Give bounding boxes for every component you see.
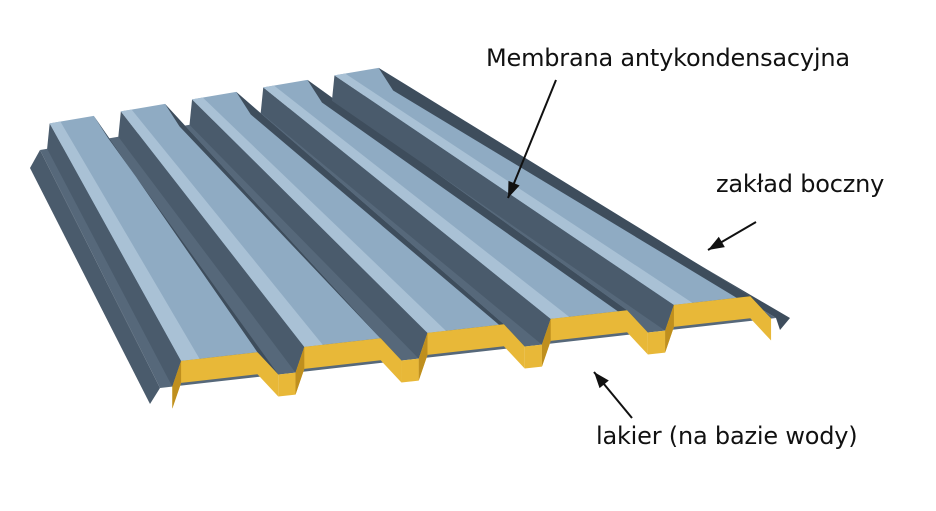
rib-crest	[192, 91, 504, 333]
membrane-arrow-shaft	[507, 79, 557, 199]
lacquer-valley-end	[278, 372, 296, 397]
lacquer-label: lakier (na bazie wody)	[596, 422, 858, 450]
roofing-sheet	[30, 67, 790, 409]
rib-crest	[120, 103, 381, 347]
rib-crest-highlight	[120, 109, 323, 347]
lacquer-end-face	[172, 352, 279, 409]
lacquer-end-shadow	[295, 346, 305, 395]
lacquer-end-shadow	[541, 318, 551, 367]
membrane-label: Membrana antykondensacyjna	[486, 44, 850, 72]
rib-left-slope	[260, 87, 551, 345]
lacquer-end-face	[418, 324, 525, 381]
side-overlap-arrow	[707, 221, 757, 251]
lacquer-end-shadow	[665, 304, 674, 353]
rib-left-slope	[47, 123, 182, 387]
membrane-arrow-head	[508, 180, 520, 198]
rib-crest	[49, 115, 258, 361]
lacquer-valley-end	[647, 330, 666, 355]
lacquer-end-shadow	[418, 332, 428, 381]
callout-arrows	[507, 79, 757, 419]
lacquer-arrow-head	[594, 372, 609, 389]
rib-crest-highlight	[263, 85, 570, 319]
left-edge	[30, 150, 160, 404]
lacquer-end-shadow	[172, 360, 182, 409]
membrane-arrow	[507, 79, 557, 199]
rib-crest-highlight	[192, 97, 446, 333]
lacquer-end-face	[665, 296, 772, 353]
side-overlap-arrow-head	[708, 236, 725, 250]
lacquer-valley-end	[401, 358, 419, 383]
lacquer-end-face	[295, 338, 402, 395]
rib-right-slope	[236, 91, 525, 347]
lacquer-valley-end	[524, 344, 542, 369]
side-overlap-label: zakład boczny	[716, 170, 885, 198]
rib-left-slope	[189, 99, 428, 359]
rib-crest	[263, 79, 628, 319]
rib-left-slope	[118, 111, 305, 373]
lacquer-end-face	[541, 310, 648, 367]
rib-right-slope	[378, 67, 772, 319]
lacquer-arrow	[593, 371, 633, 419]
rib-crest	[334, 67, 751, 305]
rib-left-slope	[331, 75, 674, 331]
rib-crest-highlight	[49, 121, 200, 361]
rib-right-slope	[307, 79, 648, 333]
